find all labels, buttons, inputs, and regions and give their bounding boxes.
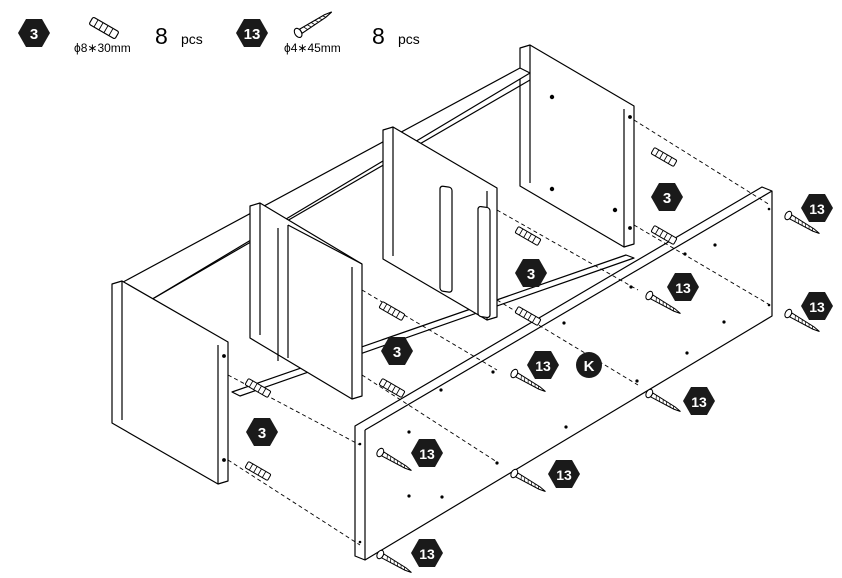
part-quantity: 8	[372, 23, 385, 49]
dowel-icon	[650, 224, 678, 246]
screw-icon	[292, 7, 335, 40]
svg-text:13: 13	[535, 358, 551, 374]
svg-text:13: 13	[675, 280, 691, 296]
screw-icon	[643, 387, 684, 416]
dowel-icon	[378, 300, 406, 322]
svg-text:13: 13	[556, 467, 572, 483]
svg-text:3: 3	[663, 190, 671, 207]
svg-text:3: 3	[527, 266, 535, 283]
part-number-badge: 3	[18, 19, 50, 47]
screw-callout: 13	[667, 273, 699, 301]
dowel-icon	[650, 146, 678, 168]
dowel-callout: 3	[651, 183, 683, 211]
screw-callout: 13	[683, 387, 715, 415]
drawer-slide	[439, 185, 491, 319]
screw-icon	[508, 467, 549, 496]
svg-text:13: 13	[419, 446, 435, 462]
dowel-icon	[244, 460, 272, 482]
svg-text:13: 13	[809, 299, 825, 315]
svg-text:K: K	[584, 358, 595, 375]
screw-callout: 13	[548, 460, 580, 488]
screw-icon	[374, 548, 415, 577]
screw-callout: 13	[411, 439, 443, 467]
quantity-unit: pcs	[181, 31, 203, 47]
dowel-callout: 3	[246, 418, 278, 446]
svg-text:13: 13	[691, 394, 707, 410]
wooden-dowel-icon	[88, 16, 120, 40]
screw-callout: 13	[801, 194, 833, 222]
screw-callout: 13	[527, 351, 559, 379]
part-number-badge: 13	[236, 19, 268, 47]
divider-panel-front	[249, 202, 363, 400]
svg-text:13: 13	[419, 546, 435, 562]
dowel-icon	[514, 305, 542, 327]
panel-k-callout: K	[576, 352, 602, 378]
svg-text:3: 3	[258, 425, 266, 442]
dowel-callout: 3	[515, 259, 547, 287]
legend-item-screw: 13 ϕ4∗45mm 8 pcs	[236, 7, 420, 55]
svg-text:13: 13	[809, 201, 825, 217]
dowel-icon	[514, 225, 542, 247]
legend-item-dowel: 3 ϕ8∗30mm 8 pcs	[18, 16, 203, 55]
left-side-panel	[111, 280, 229, 485]
dowel-callout: 3	[381, 337, 413, 365]
part-size: ϕ8∗30mm	[74, 41, 131, 55]
callouts: 3 3 3 3 13 13 13 13 13 13 13	[246, 183, 833, 567]
part-size: ϕ4∗45mm	[284, 41, 341, 55]
svg-text:3: 3	[393, 344, 401, 361]
right-side-panel	[519, 44, 635, 248]
part-number: 3	[30, 26, 38, 43]
screw-callout: 13	[411, 539, 443, 567]
part-number: 13	[244, 26, 261, 43]
part-quantity: 8	[155, 23, 168, 49]
front-panel	[354, 186, 773, 561]
screw-callout: 13	[801, 292, 833, 320]
quantity-unit: pcs	[398, 31, 420, 47]
